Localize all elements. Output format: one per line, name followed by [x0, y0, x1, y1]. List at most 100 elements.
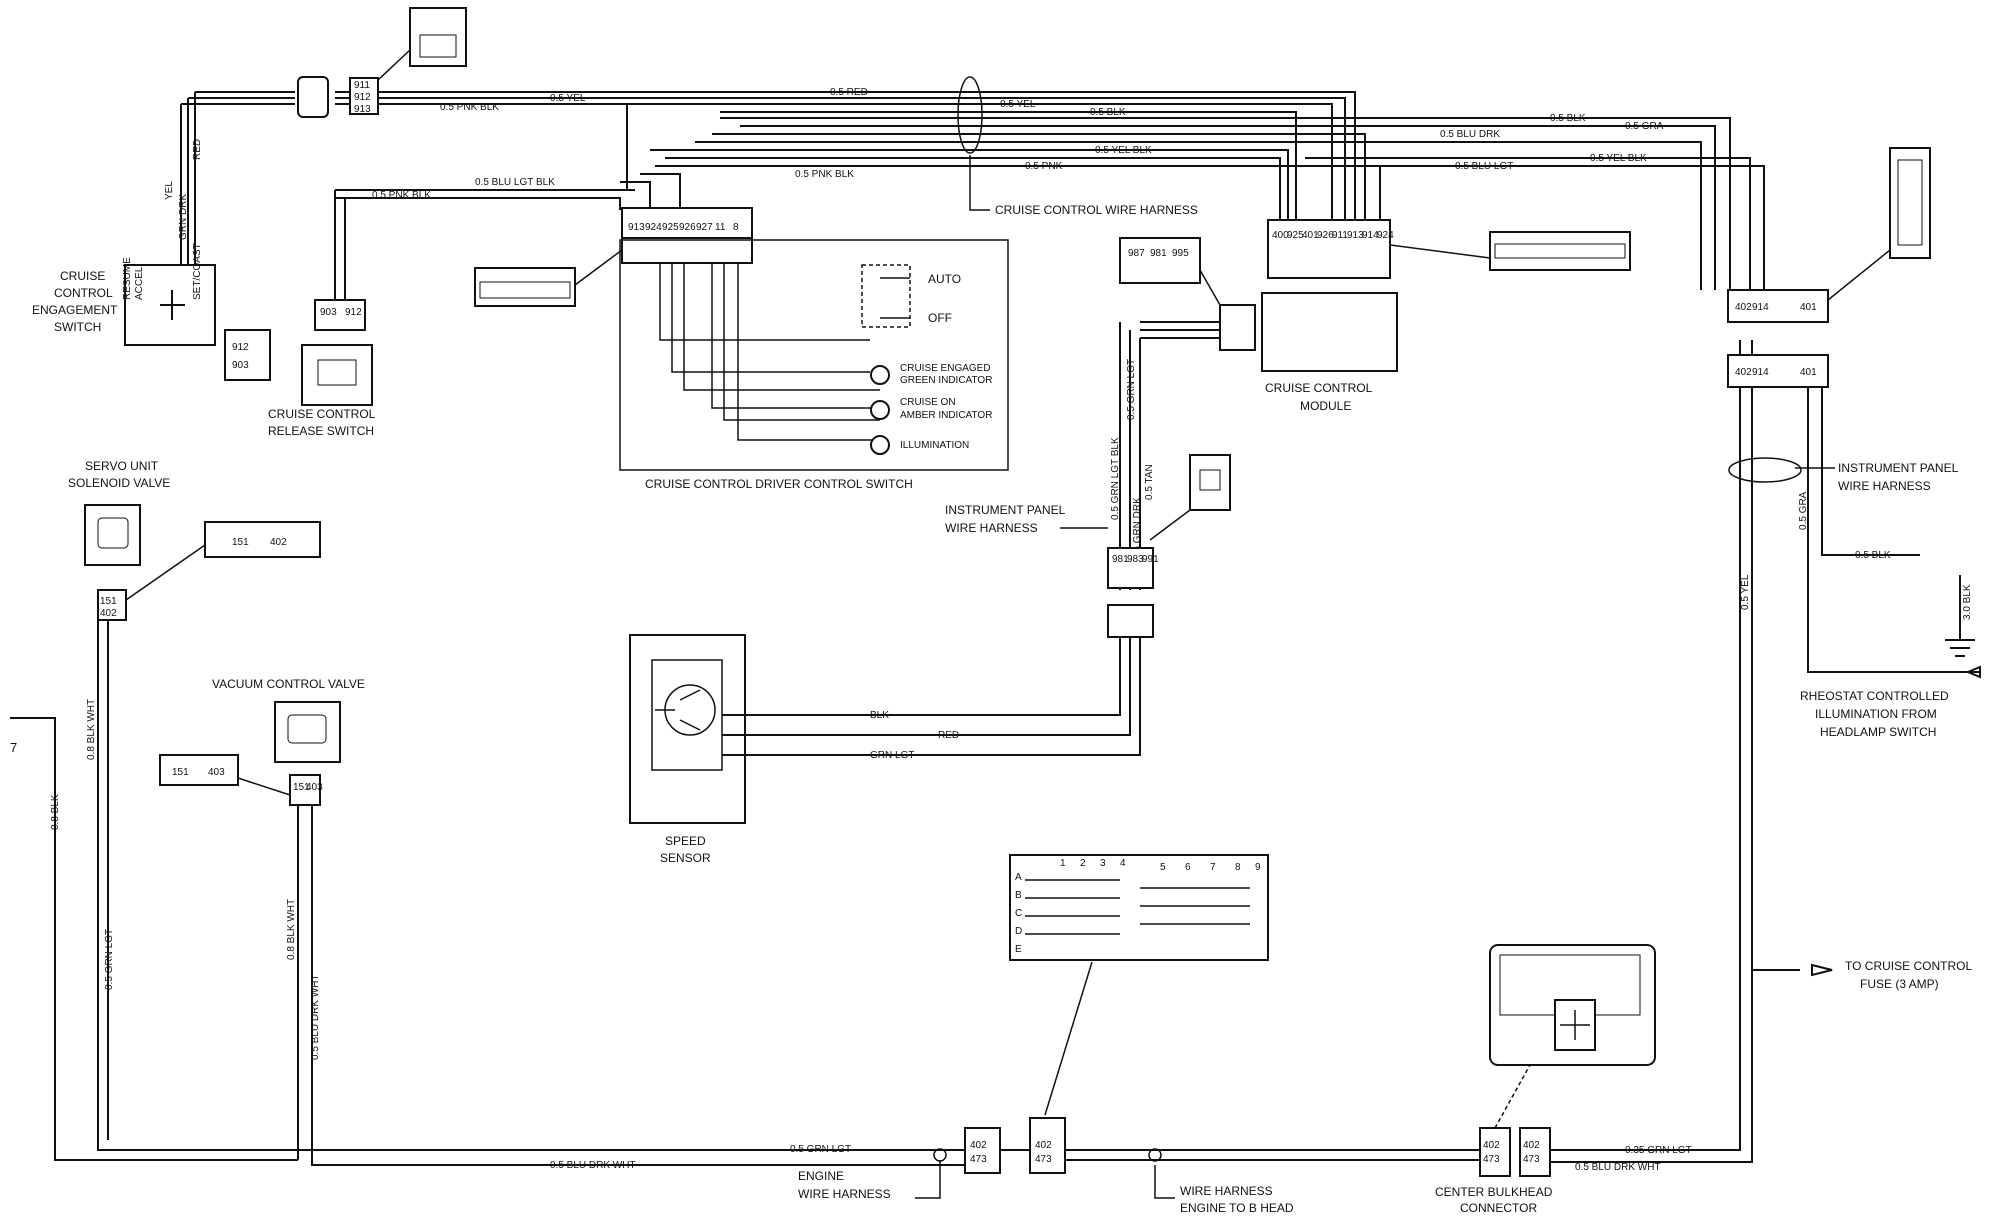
svg-text:983: 983 — [1127, 554, 1144, 565]
wire-v-grn-lgt: 0.5 GRN LGT — [1126, 359, 1137, 420]
pin-925: 925 — [662, 222, 679, 233]
wire-bot-blu-drk-wht: 0.5 BLU DRK WHT — [550, 1160, 636, 1171]
svg-text:151: 151 — [232, 537, 249, 548]
svg-text:402: 402 — [1523, 1140, 1540, 1151]
wire-right-gra: 0.5 GRA — [1798, 491, 1809, 530]
svg-text:401: 401 — [1800, 302, 1817, 313]
svg-text:D: D — [1015, 926, 1022, 937]
wire-red-sensor: RED — [938, 730, 959, 741]
harness-loop-top — [957, 76, 983, 154]
svg-text:402: 402 — [1483, 1140, 1500, 1151]
driver-switch-box — [619, 239, 1009, 471]
svg-text:402: 402 — [1035, 1140, 1052, 1151]
right-connector-a — [1727, 289, 1829, 323]
label-engine-1: ENGINE — [798, 1169, 844, 1183]
pin-913: 913 — [628, 222, 645, 233]
label-vacuum-valve: VACUUM CONTROL VALVE — [212, 677, 365, 691]
servo-unit: SERVO UNIT SOLENOID VALVE 151 402 151 40… — [10, 459, 1340, 1161]
label-engagement: ENGAGEMENT — [32, 303, 118, 317]
module-connector — [1267, 219, 1391, 279]
grid-connector — [1009, 854, 1269, 961]
lamp-cruise-engaged — [870, 365, 890, 385]
label-sensor: SENSOR — [660, 851, 711, 865]
svg-text:A: A — [1015, 872, 1022, 883]
label-fuse-2: FUSE (3 AMP) — [1860, 977, 1939, 991]
svg-text:2: 2 — [1080, 858, 1086, 869]
label-lamp-illum: ILLUMINATION — [900, 440, 969, 451]
pin-accel: ACCEL — [134, 266, 145, 300]
svg-text:913: 913 — [1347, 230, 1364, 241]
ip-connector: 987 981 995 0.5 GRN LGT BLK 0.5 GRN LGT … — [945, 237, 1256, 638]
label-driver-switch: CRUISE CONTROL DRIVER CONTROL SWITCH — [645, 477, 913, 491]
label-ip-harness-left-2: WIRE HARNESS — [945, 521, 1038, 535]
svg-text:401: 401 — [1302, 230, 1319, 241]
svg-text:1: 1 — [1060, 858, 1066, 869]
svg-text:151: 151 — [293, 782, 310, 793]
wire-05-grn-lgt: 0.5 GRN LGT — [104, 929, 115, 990]
svg-text:151: 151 — [100, 596, 117, 607]
wire-red: RED — [192, 139, 203, 160]
svg-text:400: 400 — [1272, 230, 1289, 241]
svg-text:473: 473 — [1523, 1154, 1540, 1165]
sensor-connector — [1107, 547, 1154, 589]
svg-text:402: 402 — [270, 537, 287, 548]
label-bulkhead-1: CENTER BULKHEAD — [1435, 1185, 1553, 1199]
svg-text:914: 914 — [1752, 367, 1769, 378]
lamp-cruise-on — [870, 400, 890, 420]
svg-text:E: E — [1015, 944, 1022, 955]
right-side: 402 914 401 402 914 401 0.5 YEL 0.5 GRA … — [1727, 147, 1981, 991]
vacuum-valve: VACUUM CONTROL VALVE 151 403 151 403 0.8… — [159, 677, 1000, 1166]
harness-grommets — [297, 76, 1802, 483]
label-harness-head-2: ENGINE TO B HEAD — [1180, 1201, 1294, 1215]
pin-913: 913 — [354, 104, 371, 115]
svg-text:8: 8 — [1235, 862, 1241, 873]
wire-v-grn-drk: 0.5 GRN DRK — [1132, 497, 1143, 560]
wire-grn-lgt-sensor: GRN LGT — [870, 750, 914, 761]
label-cruise-harness: CRUISE CONTROL WIRE HARNESS — [995, 203, 1198, 217]
svg-text:5: 5 — [1160, 862, 1166, 873]
svg-text:402: 402 — [970, 1140, 987, 1151]
pin-903b: 903 — [232, 360, 249, 371]
label-switch: SWITCH — [54, 320, 101, 334]
cruise-module: 400 925 401 926 911 913 914 924 CRUISE C… — [1261, 219, 1631, 413]
wire-v-grn-lgt-blk: 0.5 GRN LGT BLK — [1110, 437, 1121, 520]
svg-text:401: 401 — [1800, 367, 1817, 378]
label-lamp-amber: AMBER INDICATOR — [900, 410, 992, 421]
label-rheostat-2: ILLUMINATION FROM — [1815, 707, 1937, 721]
wire-05-blu-lgt: 0.5 BLU LGT — [1455, 161, 1513, 172]
svg-text:926: 926 — [1317, 230, 1334, 241]
wire-05-blu-drk-wht: 0.5 BLU DRK WHT — [310, 974, 321, 1060]
module-body — [1261, 292, 1398, 372]
svg-text:981: 981 — [1150, 248, 1167, 259]
svg-text:991: 991 — [1142, 554, 1159, 565]
label-speed: SPEED — [665, 834, 706, 848]
pin-912b: 912 — [232, 342, 249, 353]
label-servo-1: SERVO UNIT — [85, 459, 159, 473]
wire-v-tan: 0.5 TAN — [1144, 464, 1155, 500]
wire-035-grn-lgt: 0.35 GRN LGT — [1625, 1145, 1692, 1156]
wire-08-blk: 0.8 BLK — [50, 794, 61, 830]
label-ip-harness-right-2: WIRE HARNESS — [1838, 479, 1931, 493]
label-auto: AUTO — [928, 272, 961, 286]
svg-text:473: 473 — [1483, 1154, 1500, 1165]
wire-pnk-blk-left: 0.5 PNK BLK — [372, 190, 431, 201]
svg-text:473: 473 — [1035, 1154, 1052, 1165]
svg-text:7: 7 — [1210, 862, 1216, 873]
label-lamp-green: GREEN INDICATOR — [900, 375, 992, 386]
label-bulkhead-2: CONNECTOR — [1460, 1201, 1537, 1215]
wire-05-yel: 0.5 YEL — [550, 93, 586, 104]
wire-05-blk: 0.5 BLK — [1090, 107, 1126, 118]
wire-05-pnk: 0.5 PNK — [1025, 161, 1063, 172]
pin-8: 8 — [733, 222, 739, 233]
label-module-2: MODULE — [1300, 399, 1351, 413]
svg-text:995: 995 — [1172, 248, 1189, 259]
svg-text:403: 403 — [306, 782, 323, 793]
wire-05-yel-blk: 0.5 YEL BLK — [1095, 145, 1152, 156]
svg-text:402: 402 — [1735, 367, 1752, 378]
svg-text:914: 914 — [1362, 230, 1379, 241]
wire-05-red: 0.5 RED — [830, 87, 868, 98]
wire-05-blu-drk: 0.5 BLU DRK — [1440, 129, 1500, 140]
svg-text:911: 911 — [1332, 230, 1348, 241]
wire-05-blu-lgt-blk: 0.5 BLU LGT BLK — [475, 177, 555, 188]
